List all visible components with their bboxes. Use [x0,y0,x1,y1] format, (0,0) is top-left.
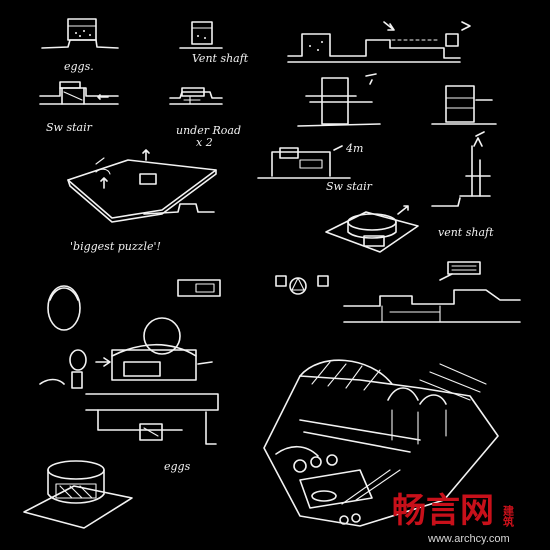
sw-stair-label-mid: Sw stair [326,180,373,193]
vent-shaft-label-top: Vent shaft [192,52,249,65]
sketch-stepped-section [343,261,521,323]
eggs-label-bottom: eggs [164,460,191,473]
sketch-drum: vent shaft [325,205,494,253]
under-road-label: under Road [176,124,241,137]
four-m-label: 4m [345,142,363,155]
sketch-symbols [275,275,329,295]
sketch-platform-perspective: 'biggest puzzle'! [67,149,217,253]
sketch-central-building: eggs [39,317,219,473]
sketch-vent-shaft-section: Vent shaft [179,21,249,65]
sketch-under-road-section: under Road x 2 [169,87,241,149]
sketch-egg-figures [47,279,221,331]
sketch-long-section [287,21,471,63]
vent-shaft-label-right: vent shaft [438,226,494,239]
watermark-side-text: 建筑 [502,504,515,528]
sketch-box-sections [297,73,497,127]
biggest-puzzle-label: 'biggest puzzle'! [70,240,161,253]
sketch-bottom-drum [23,460,133,529]
sketch-aerial-perspective [263,359,499,527]
times-two-label: x 2 [196,136,213,149]
sketch-stair-section: Sw stair [39,81,119,134]
watermark: 畅言网 建筑 www.archcy.com [392,491,515,545]
watermark-logo: 畅言网 [392,491,494,531]
eggs-label-top: eggs. [64,60,94,73]
watermark-url: www.archcy.com [427,533,510,545]
sketch-tower [431,131,491,207]
sketch-4m-section: 4m Sw stair [257,142,373,193]
sw-stair-label-left: Sw stair [46,121,93,134]
sketch-eggs-section: eggs. [41,18,119,73]
